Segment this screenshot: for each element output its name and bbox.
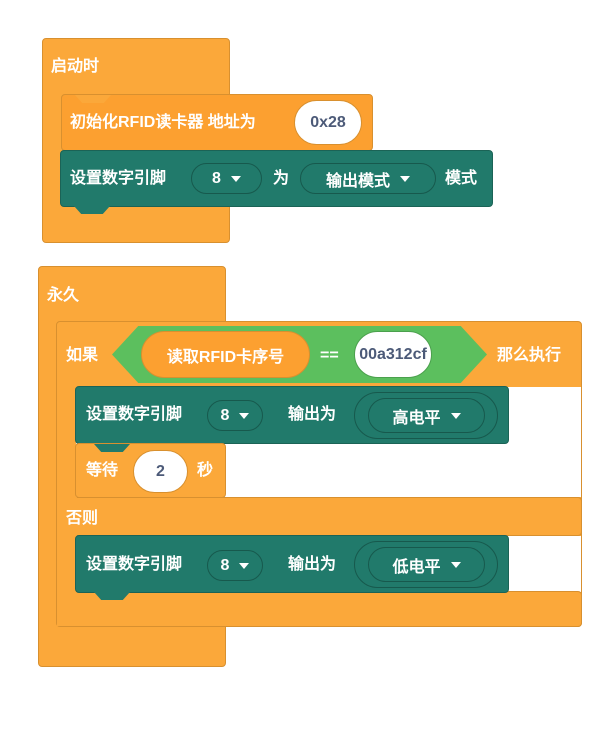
address-input[interactable]: 0x28: [294, 100, 362, 145]
chevron-down-icon: [450, 412, 461, 419]
seconds-input[interactable]: 2: [133, 450, 188, 493]
write-high-block[interactable]: [75, 386, 509, 444]
level-value: 高电平: [392, 409, 441, 427]
pin-value: 8: [220, 556, 230, 574]
rfid-init-label: 初始化RFID读卡器 地址为: [70, 114, 256, 131]
hat-label: 启动时: [51, 58, 100, 75]
wait-label: 等待: [86, 462, 119, 479]
set-pin-mode-label: 设置数字引脚: [70, 170, 167, 187]
chevron-down-icon: [239, 562, 250, 569]
level-value: 低电平: [392, 558, 441, 576]
seconds-unit-label: 秒: [197, 462, 214, 479]
notch: [74, 206, 110, 214]
if-label: 如果: [66, 347, 99, 364]
compare-value-input[interactable]: 00a312cf: [354, 331, 432, 378]
mode-dropdown[interactable]: 输出模式: [300, 163, 436, 194]
mode-value: 输出模式: [325, 172, 390, 190]
pin-dropdown[interactable]: 8: [207, 400, 263, 431]
notch: [75, 95, 111, 103]
operator-label: ==: [320, 347, 339, 364]
read-rfid-reporter[interactable]: 读取RFID卡序号: [141, 331, 310, 378]
pin-dropdown[interactable]: 8: [191, 163, 262, 194]
mid-label: 为: [273, 170, 290, 187]
chevron-down-icon: [450, 561, 461, 568]
notch: [94, 592, 130, 600]
pin-dropdown[interactable]: 8: [207, 550, 263, 581]
else-label: 否则: [66, 510, 99, 527]
level-dropdown[interactable]: 低电平: [368, 547, 485, 582]
mid-label: 输出为: [288, 406, 337, 423]
then-label: 那么执行: [497, 347, 562, 364]
chevron-down-icon: [239, 412, 250, 419]
pin-value: 8: [220, 406, 230, 424]
write-label: 设置数字引脚: [86, 406, 183, 423]
level-dropdown[interactable]: 高电平: [368, 398, 485, 433]
suffix-label: 模式: [445, 170, 478, 187]
forever-label: 永久: [47, 287, 80, 304]
pin-value: 8: [212, 169, 221, 187]
notch: [94, 444, 130, 452]
chevron-down-icon: [400, 175, 410, 182]
mid-label: 输出为: [288, 556, 337, 573]
write-label: 设置数字引脚: [86, 556, 183, 573]
chevron-down-icon: [230, 175, 241, 182]
